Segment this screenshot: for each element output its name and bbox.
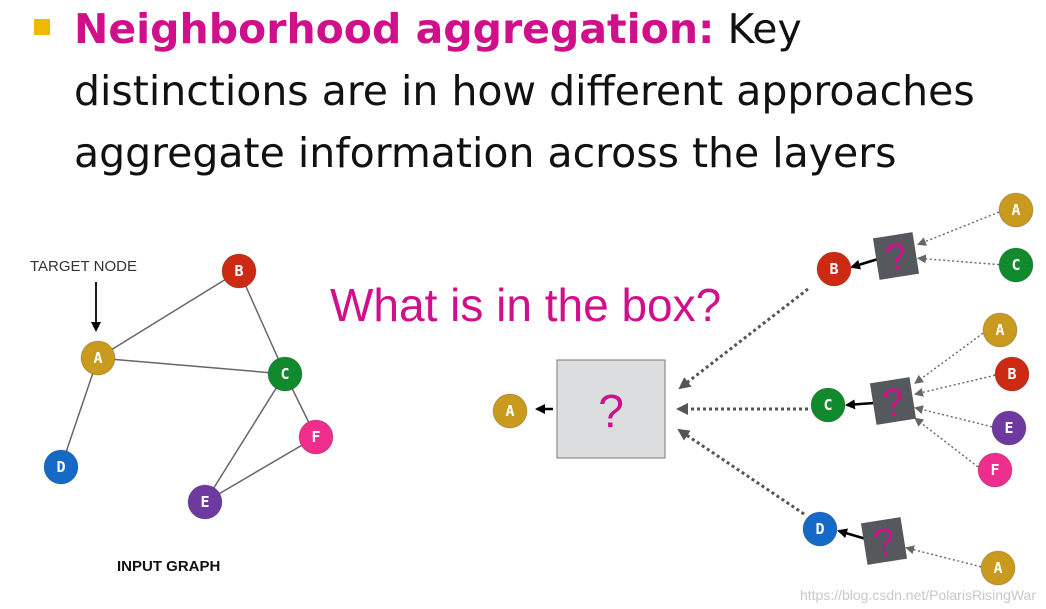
leaf-node-c-b: B [994, 356, 1030, 392]
comp-node-d: D [802, 511, 838, 547]
main-aggregation-box: ? [556, 359, 666, 459]
leaf-node-c-a: A [982, 312, 1018, 348]
input-edge-AD [60, 357, 99, 468]
input-node-d: D [43, 449, 79, 485]
headline-highlight: Neighborhood aggregation: [74, 5, 715, 53]
input-node-c-circle [267, 356, 303, 392]
input-graph-label: INPUT GRAPH [117, 558, 221, 575]
input-edge-BC [238, 270, 286, 375]
leaf-node-c-e: E [991, 410, 1027, 446]
input-node-c-label: C [280, 365, 289, 383]
input-node-f: F [298, 419, 334, 455]
input-node-b-label: B [234, 262, 243, 280]
leaf-node-c-f-label: F [990, 461, 999, 479]
input-node-b-circle [221, 253, 257, 289]
leaf-node-c-a-label: A [995, 321, 1004, 339]
input-node-d-label: D [56, 458, 65, 476]
input-node-b: B [221, 253, 257, 289]
leaf-node-d-a-circle [980, 550, 1016, 586]
input-edge-EF [204, 436, 317, 503]
small-box-b: ? [872, 232, 920, 280]
input-edge-AB [97, 270, 240, 359]
leaf-node-c-f-circle [977, 452, 1013, 488]
input-edge-AC [97, 357, 286, 375]
comp-node-b: B [816, 251, 852, 287]
comp-node-b-label: B [829, 260, 838, 278]
small-box-d-rect [860, 517, 908, 565]
leaf-node-d-a-label: A [993, 559, 1002, 577]
target-node-label: TARGET NODE [30, 258, 137, 275]
input-node-e-label: E [200, 493, 209, 511]
input-node-c: C [267, 356, 303, 392]
comp-node-c-label: C [823, 396, 832, 414]
main-box-question-mark: ? [598, 385, 624, 437]
leaf-node-c-e-circle [991, 410, 1027, 446]
leaf-edge-c-e [914, 405, 993, 428]
input-node-f-circle [298, 419, 334, 455]
leaf-edge-c-b [914, 374, 996, 397]
comp-node-d-label: D [815, 520, 824, 538]
arrow-small-box-b [850, 257, 879, 270]
leaf-edge-d-a [905, 545, 982, 568]
small-box-d: ? [860, 517, 908, 565]
comp-root-a-circle [492, 393, 528, 429]
comp-node-c-circle [810, 387, 846, 423]
boxes-layer: ???? [556, 232, 920, 565]
comp-root-a-label: A [505, 402, 514, 420]
nodes-layer: A B C D E F A B A C C A B E F D A [43, 192, 1034, 586]
leaf-node-b-c: C [998, 247, 1034, 283]
input-node-a-circle [80, 340, 116, 376]
input-node-e: E [187, 484, 223, 520]
leaf-edge-b-a [917, 211, 1000, 246]
edges-layer [60, 211, 1000, 568]
small-box-c: ? [869, 377, 917, 425]
leaf-node-c-e-label: E [1004, 419, 1013, 437]
leaf-node-d-a: A [980, 550, 1016, 586]
main-box-rect [556, 359, 666, 459]
arrow-small-box-c [845, 399, 875, 410]
comp-root-a: A [492, 393, 528, 429]
leaf-edge-c-a [914, 332, 984, 384]
leaf-edge-b-c [917, 254, 1000, 266]
leaf-node-b-a-label: A [1011, 201, 1020, 219]
input-node-d-circle [43, 449, 79, 485]
leaf-node-c-b-label: B [1007, 365, 1016, 383]
leaf-node-b-c-label: C [1011, 256, 1020, 274]
leaf-node-b-a-circle [998, 192, 1034, 228]
leaf-node-c-a-circle [982, 312, 1018, 348]
input-node-e-circle [187, 484, 223, 520]
input-edge-CE [204, 373, 286, 503]
arrow-small-box-d [837, 528, 867, 541]
leaf-node-c-f: F [977, 452, 1013, 488]
leaf-node-b-c-circle [998, 247, 1034, 283]
input-node-f-label: F [311, 428, 320, 446]
small-box-c-rect [869, 377, 917, 425]
input-node-a-label: A [93, 349, 102, 367]
bullet-square-icon [34, 19, 50, 35]
small-box-b-rect [872, 232, 920, 280]
leaf-edge-c-f [914, 417, 979, 468]
dotted-arrow-b-to-box [678, 287, 809, 390]
question-text: What is in the box? [330, 279, 722, 331]
headline-rest: Key distinctions are in how different ap… [74, 5, 975, 177]
headline: Neighborhood aggregation: Key distinctio… [74, 0, 1024, 184]
comp-node-d-circle [802, 511, 838, 547]
comp-node-c: C [810, 387, 846, 423]
dotted-arrow-d-to-box [677, 428, 805, 516]
watermark: https://blog.csdn.net/PolarisRisingWar [799, 587, 1036, 603]
leaf-node-c-b-circle [994, 356, 1030, 392]
input-node-a: A [80, 340, 116, 376]
comp-node-b-circle [816, 251, 852, 287]
leaf-node-b-a: A [998, 192, 1034, 228]
